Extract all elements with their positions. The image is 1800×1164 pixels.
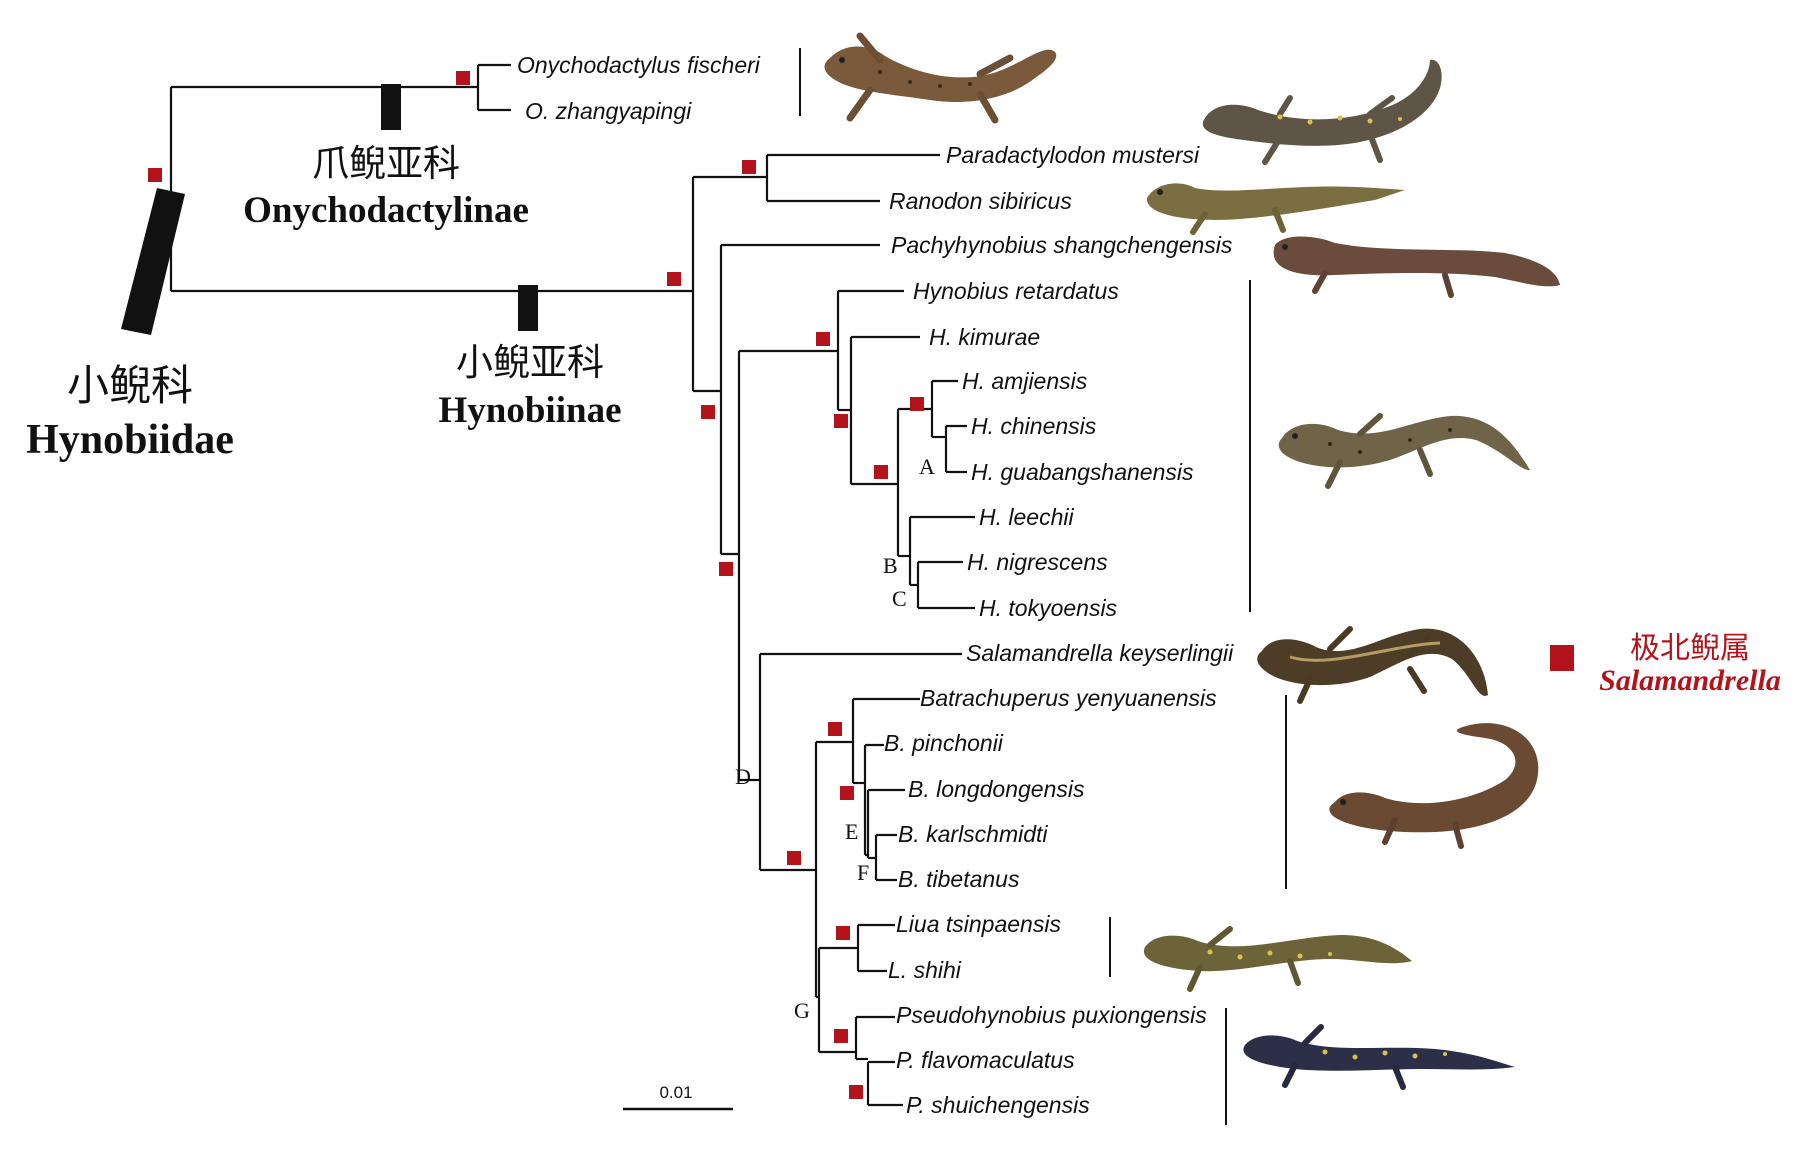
taxon-labels: Onychodactylus fischeri O. zhangyapingi … — [517, 52, 1234, 1118]
taxon-label: P. flavomaculatus — [896, 1047, 1075, 1073]
support-marker — [456, 71, 470, 85]
node-letter-c: C — [892, 586, 907, 611]
hynobiinae-name-cn: 小鲵亚科 — [456, 341, 604, 384]
support-marker — [742, 160, 756, 174]
taxon-label: H. guabangshanensis — [971, 459, 1194, 485]
taxon-label: O. zhangyapingi — [525, 98, 692, 124]
taxon-label: Pachyhynobius shangchengensis — [891, 232, 1233, 258]
pseudohynobius-salamander-photo — [1243, 1024, 1515, 1090]
support-marker — [834, 414, 848, 428]
support-marker — [816, 332, 830, 346]
taxon-label: B. karlschmidti — [898, 821, 1048, 847]
support-marker — [828, 722, 842, 736]
pachyhynobius-salamander-photo — [1273, 236, 1560, 298]
taxon-label: Batrachuperus yenyuanensis — [920, 685, 1217, 711]
support-marker — [910, 397, 924, 411]
taxon-label: Onychodactylus fischeri — [517, 52, 761, 78]
taxon-label: H. chinensis — [971, 413, 1097, 439]
taxon-label: H. nigrescens — [967, 549, 1108, 575]
ranodon-salamander-photo — [1146, 183, 1405, 235]
support-marker — [787, 851, 801, 865]
node-letter-b: B — [883, 553, 898, 578]
support-marker — [840, 786, 854, 800]
group-labels: 爪鲵亚科 Onychodactylinae 小鲵亚科 Hynobiinae 小鲵… — [26, 142, 621, 463]
taxon-label: H. kimurae — [929, 324, 1040, 350]
taxon-label: Paradactylodon mustersi — [946, 142, 1200, 168]
taxon-label: B. pinchonii — [884, 730, 1004, 756]
paradactylodon-salamander-photo — [1202, 59, 1442, 165]
taxon-label: Ranodon sibiricus — [889, 188, 1072, 214]
legend-marker — [1550, 645, 1574, 671]
taxon-label: Pseudohynobius puxiongensis — [896, 1002, 1207, 1028]
taxon-label: H. leechii — [979, 504, 1074, 530]
support-marker — [849, 1085, 863, 1099]
hynobiinae-bar — [518, 285, 538, 331]
support-marker — [836, 926, 850, 940]
salamandrella-salamander-photo — [1257, 626, 1488, 704]
onychodactylinae-name-latin: Onychodactylinae — [243, 190, 529, 231]
node-letter-a: A — [919, 454, 935, 479]
taxon-label: P. shuichengensis — [906, 1092, 1090, 1118]
divergence-bars — [121, 84, 538, 335]
taxon-label: Liua tsinpaensis — [896, 911, 1061, 937]
legend-name-latin: Salamandrella — [1599, 664, 1781, 697]
taxon-label: Hynobius retardatus — [913, 278, 1119, 304]
node-letter-e: E — [845, 819, 858, 844]
clade-brackets — [799, 48, 1287, 1125]
onychodactylinae-bar — [381, 84, 401, 130]
node-letter-f: F — [857, 860, 869, 885]
taxon-label: H. tokyoensis — [979, 595, 1118, 621]
node-letter-d: D — [735, 764, 751, 789]
batrachuperus-salamander-photo — [1329, 723, 1539, 849]
hynobiidae-bar — [121, 188, 185, 335]
node-letter-g: G — [794, 998, 810, 1023]
support-marker — [701, 405, 715, 419]
support-markers — [148, 71, 924, 1099]
hynobiidae-name-latin: Hynobiidae — [26, 417, 234, 463]
support-marker — [874, 465, 888, 479]
onychodactylinae-name-cn: 爪鲵亚科 — [312, 142, 460, 185]
tree-branches — [169, 63, 975, 1107]
legend-name-cn: 极北鲵属 — [1630, 631, 1750, 666]
taxon-label: B. longdongensis — [908, 776, 1085, 802]
scale-bar-label: 0.01 — [659, 1083, 692, 1102]
hynobiinae-name-latin: Hynobiinae — [439, 390, 622, 431]
taxon-label: L. shihi — [888, 957, 962, 983]
node-letters: A B C D E F G — [735, 454, 935, 1023]
scale-bar: 0.01 — [623, 1083, 733, 1111]
support-marker — [667, 272, 681, 286]
onychodactylus-salamander-photo — [824, 32, 1057, 124]
liua-salamander-photo — [1143, 926, 1412, 992]
support-marker — [148, 168, 162, 182]
taxon-label: H. amjiensis — [962, 368, 1088, 394]
support-marker — [719, 562, 733, 576]
taxon-label: Salamandrella keyserlingii — [966, 640, 1234, 666]
hynobius-salamander-photo — [1278, 413, 1530, 489]
hynobiidae-name-cn: 小鲵科 — [67, 361, 193, 410]
support-marker — [834, 1029, 848, 1043]
taxon-label: B. tibetanus — [898, 866, 1020, 892]
legend: 极北鲵属 Salamandrella — [1550, 631, 1781, 697]
